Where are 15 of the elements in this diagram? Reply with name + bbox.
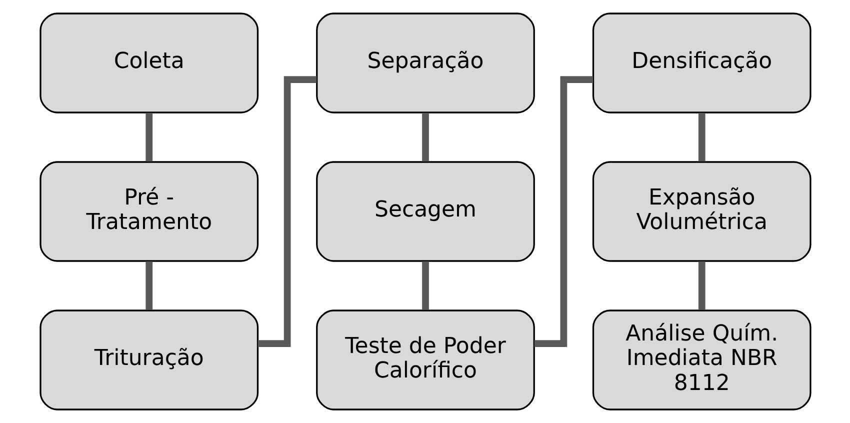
connector [698, 261, 705, 310]
node-box: Coleta [39, 12, 258, 114]
node-box: Expansão Volumétrica [592, 161, 811, 262]
node-box: Pré - Tratamento [39, 161, 258, 262]
connector [145, 261, 152, 310]
node-box: Trituração [39, 310, 258, 410]
connector [422, 261, 428, 310]
connector [698, 112, 705, 162]
connector [422, 112, 428, 162]
node-box: Separação [316, 12, 534, 114]
node-box: Densificação [592, 12, 811, 114]
node-box: Secagem [316, 161, 534, 262]
node-box: Teste de Poder Calorífico [316, 310, 534, 410]
node-box: Análise Quím. Imediata NBR 8112 [592, 310, 811, 410]
connector [145, 112, 152, 162]
